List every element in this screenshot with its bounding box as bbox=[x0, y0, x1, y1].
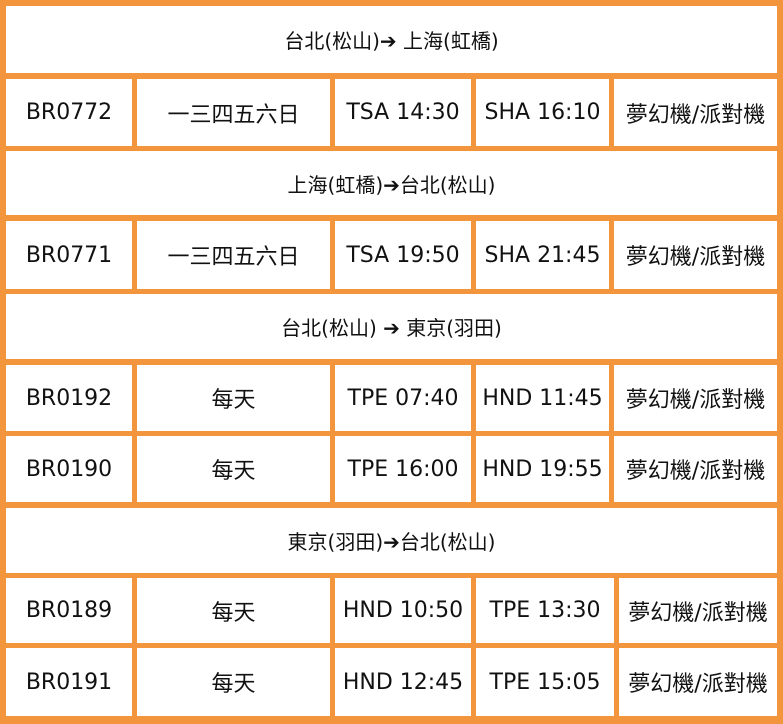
route-header-row: 台北(松山)➔ 上海(虹橋) bbox=[0, 6, 783, 73]
route-header: 台北(松山) ➔ 東京(羽田) bbox=[6, 294, 777, 359]
departure: TPE 16:00 bbox=[335, 436, 471, 502]
route-header: 台北(松山)➔ 上海(虹橋) bbox=[6, 6, 777, 73]
operating-days: 每天 bbox=[137, 648, 330, 716]
departure: HND 10:50 bbox=[335, 578, 471, 643]
departure: TPE 07:40 bbox=[335, 365, 471, 431]
departure: TSA 19:50 bbox=[335, 221, 471, 289]
table-row: BR0772 一三四五六日 TSA 14:30 SHA 16:10 夢幻機/派對… bbox=[0, 79, 783, 146]
aircraft-type: 夢幻機/派對機 bbox=[614, 436, 777, 502]
flight-number: BR0771 bbox=[6, 221, 132, 289]
arrival: HND 11:45 bbox=[476, 365, 609, 431]
arrival: TPE 15:05 bbox=[476, 648, 614, 716]
table-row: BR0191 每天 HND 12:45 TPE 15:05 夢幻機/派對機 bbox=[0, 648, 783, 716]
departure: TSA 14:30 bbox=[335, 79, 471, 146]
flight-number: BR0190 bbox=[6, 436, 132, 502]
flight-number: BR0191 bbox=[6, 648, 132, 716]
flight-number: BR0772 bbox=[6, 79, 132, 146]
route-header-row: 台北(松山) ➔ 東京(羽田) bbox=[0, 294, 783, 359]
aircraft-type: 夢幻機/派對機 bbox=[614, 79, 777, 146]
departure: HND 12:45 bbox=[335, 648, 471, 716]
route-header-row: 東京(羽田)➔台北(松山) bbox=[0, 508, 783, 573]
operating-days: 一三四五六日 bbox=[137, 79, 330, 146]
arrival: TPE 13:30 bbox=[476, 578, 614, 643]
flight-number: BR0192 bbox=[6, 365, 132, 431]
arrival: SHA 16:10 bbox=[476, 79, 609, 146]
arrival: HND 19:55 bbox=[476, 436, 609, 502]
table-row: BR0190 每天 TPE 16:00 HND 19:55 夢幻機/派對機 bbox=[0, 436, 783, 502]
operating-days: 一三四五六日 bbox=[137, 221, 330, 289]
aircraft-type: 夢幻機/派對機 bbox=[614, 365, 777, 431]
flight-number: BR0189 bbox=[6, 578, 132, 643]
route-header-row: 上海(虹橋)➔台北(松山) bbox=[0, 151, 783, 215]
table-row: BR0192 每天 TPE 07:40 HND 11:45 夢幻機/派對機 bbox=[0, 365, 783, 431]
aircraft-type: 夢幻機/派對機 bbox=[614, 221, 777, 289]
table-row: BR0771 一三四五六日 TSA 19:50 SHA 21:45 夢幻機/派對… bbox=[0, 221, 783, 289]
arrival: SHA 21:45 bbox=[476, 221, 609, 289]
aircraft-type: 夢幻機/派對機 bbox=[619, 648, 777, 716]
operating-days: 每天 bbox=[137, 436, 330, 502]
route-header: 東京(羽田)➔台北(松山) bbox=[6, 508, 777, 573]
operating-days: 每天 bbox=[137, 578, 330, 643]
operating-days: 每天 bbox=[137, 365, 330, 431]
table-row: BR0189 每天 HND 10:50 TPE 13:30 夢幻機/派對機 bbox=[0, 578, 783, 643]
aircraft-type: 夢幻機/派對機 bbox=[619, 578, 777, 643]
route-header: 上海(虹橋)➔台北(松山) bbox=[6, 151, 777, 215]
